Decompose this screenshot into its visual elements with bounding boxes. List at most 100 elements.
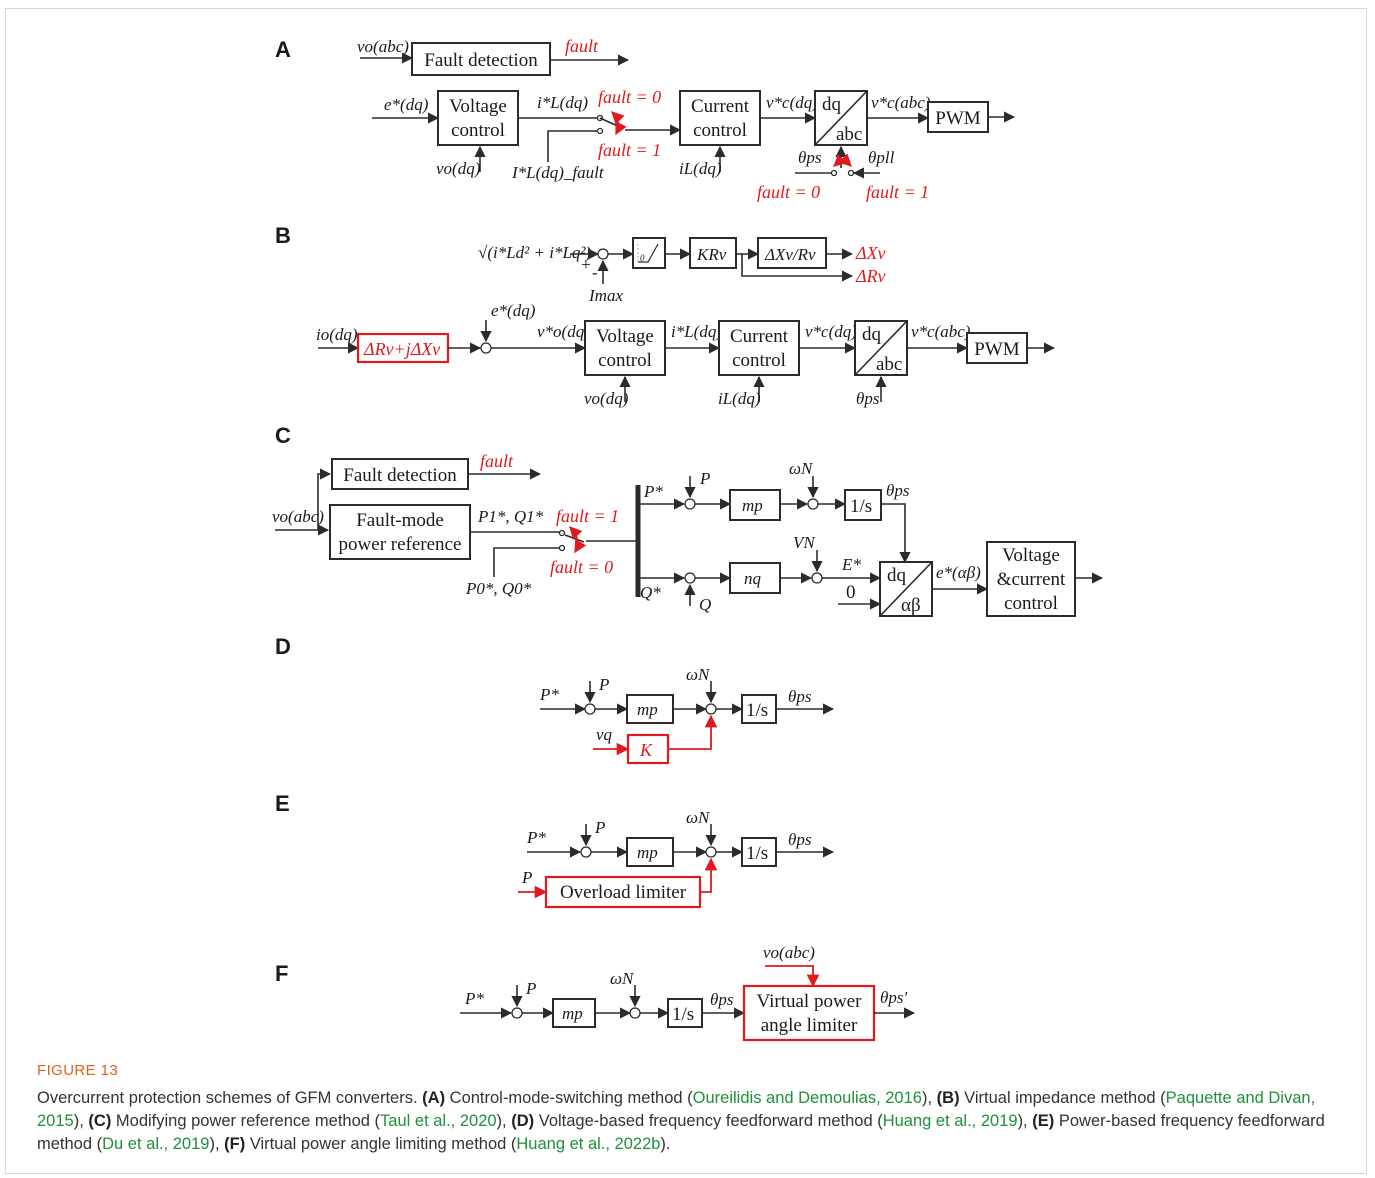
- pwm-label-b: PWM: [974, 339, 1020, 360]
- integrator-label-c: 1/s: [850, 496, 872, 517]
- caption-item-close: ),: [209, 1135, 220, 1153]
- caption-item: (C) Modifying power reference method (Ta…: [88, 1112, 506, 1130]
- panel-e: E P* P mp ωN 1/s θps P Overload limiter: [275, 791, 835, 909]
- integrator-label-f: 1/s: [672, 1004, 694, 1025]
- mp-block-f: [552, 998, 596, 1028]
- e-star-label: E*: [841, 555, 861, 574]
- reference-link[interactable]: Paquette and Divan, 2015: [37, 1089, 1316, 1130]
- mp-label-d: mp: [637, 700, 658, 719]
- caption-item-text: Power-based frequency feedforward method…: [37, 1112, 1325, 1153]
- caption-intro: Overcurrent protection schemes of GFM co…: [37, 1089, 418, 1107]
- panel-letter-a: A: [275, 37, 291, 62]
- abc-label-b: abc: [876, 354, 902, 375]
- nq-block: [729, 562, 781, 594]
- pwm-label: PWM: [935, 108, 981, 129]
- theta-pll-label: θpll: [868, 148, 895, 167]
- caption-tag: (E): [1032, 1112, 1055, 1130]
- p-ref-label-f: P*: [464, 989, 484, 1008]
- p-meas-label-e: P: [594, 818, 605, 837]
- current-control-label-b: Current: [730, 326, 789, 347]
- fault-one-label-c: fault = 1: [556, 506, 619, 526]
- vc-control-label-2: &current: [997, 569, 1066, 590]
- p-ref-label-d: P*: [539, 685, 559, 704]
- reference-link[interactable]: Oureilidis and Demoulias, 2016: [692, 1089, 922, 1107]
- mp-block-c: [729, 489, 781, 521]
- reference-link[interactable]: Taul et al., 2020: [380, 1112, 497, 1130]
- vo-ref-label: v*o(dq): [537, 322, 590, 341]
- e-ref-label-b: e*(dq): [491, 301, 536, 320]
- fault-detection-label-c: Fault detection: [343, 465, 457, 486]
- vc-control-label-1: Voltage: [1002, 545, 1060, 566]
- gain-k-label: K: [639, 740, 653, 760]
- summing-junction-e1: [580, 846, 592, 858]
- current-control-label-b2: control: [732, 350, 786, 371]
- mp-block-d: [626, 694, 674, 724]
- caption-item-text: Virtual impedance method (: [964, 1089, 1166, 1107]
- vq-label: vq: [596, 725, 613, 744]
- limiter-label-1: Virtual power: [757, 991, 863, 1012]
- figure-caption: FIGURE 13 Overcurrent protection schemes…: [37, 1062, 1347, 1156]
- caption-item-text: Control-mode-switching method (: [449, 1089, 693, 1107]
- abc-label: abc: [836, 124, 862, 145]
- caption-tag: (C): [88, 1112, 112, 1130]
- panel-letter-f: F: [275, 961, 288, 986]
- nq-label: nq: [744, 569, 762, 588]
- p1-q1-label: P1*, Q1*: [477, 507, 544, 526]
- vo-abc-label: vo(abc): [357, 37, 409, 56]
- theta-ps-label-b: θps: [856, 389, 880, 408]
- fault-zero-label-b: fault = 0: [757, 182, 820, 202]
- dq-label-b: dq: [862, 324, 882, 345]
- summing-junction-b2: [480, 342, 492, 354]
- reference-link[interactable]: Huang et al., 2019: [882, 1112, 1018, 1130]
- delta-rv-label: ΔRv: [855, 266, 886, 286]
- limiter-label-2: angle limiter: [761, 1015, 858, 1036]
- vo-abc-label-c: vo(abc): [272, 507, 324, 526]
- panel-d: D P* P mp ωN 1/s θps vq K: [275, 634, 835, 765]
- io-dq-label: io(dq): [316, 325, 358, 344]
- caption-item-close: ),: [73, 1112, 84, 1130]
- summing-junction-f1: [511, 1007, 523, 1019]
- panel-letter-d: D: [275, 634, 291, 659]
- ratio-block: [757, 237, 827, 269]
- vc-dq-label: v*c(dq): [766, 93, 818, 112]
- figure-frame: [5, 8, 1367, 1174]
- caption-tag: (F): [224, 1135, 246, 1153]
- vc-control-label-3: control: [1004, 593, 1058, 614]
- integrator-label-d: 1/s: [746, 700, 768, 721]
- saturation-zero-label: 0: [640, 253, 645, 263]
- panel-letter-e: E: [275, 791, 290, 816]
- e-alpha-beta-label: e*(αβ): [936, 563, 981, 582]
- summing-junction-omega: [807, 498, 819, 510]
- vo-dq-feedback-label-b: vo(dq): [584, 389, 629, 408]
- integrator-block-f: [667, 998, 703, 1028]
- protection-schemes-diagram: A vo(abc) Fault detection fault e*(dq) V…: [272, 36, 1104, 1042]
- mp-label-c: mp: [742, 496, 763, 515]
- caption-tag: (A): [422, 1089, 446, 1107]
- reference-link[interactable]: Huang et al., 2022b: [516, 1135, 661, 1153]
- fault-mode-label: Fault-mode: [356, 510, 444, 531]
- il-fault-label: I*L(dq)_fault: [511, 163, 605, 182]
- summing-junction-vn: [811, 572, 823, 584]
- reference-link[interactable]: Du et al., 2019: [102, 1135, 210, 1153]
- panel-letter-c: C: [275, 423, 291, 448]
- fault-zero-label-c: fault = 0: [550, 557, 613, 577]
- panel-letter-b: B: [275, 223, 291, 248]
- p0-q0-label: P0*, Q0*: [465, 579, 532, 598]
- caption-tag: (B): [936, 1089, 960, 1107]
- fault-signal-label-c: fault: [480, 451, 514, 471]
- il-ref-label: i*L(dq): [537, 93, 588, 112]
- caption-item: (B) Virtual impedance method (Paquette a…: [37, 1089, 1315, 1130]
- summing-junction-b1: [597, 248, 609, 260]
- theta-ps-label-e: θps: [788, 830, 812, 849]
- omega-n-label-f: ωN: [610, 969, 635, 988]
- summing-junction-q: [684, 572, 696, 584]
- current-control-block-b: [718, 320, 800, 376]
- dq-label: dq: [822, 94, 842, 115]
- vo-abc-label-f: vo(abc): [763, 943, 815, 962]
- voltage-control-label: Voltage: [449, 96, 507, 117]
- fault-mode-power-reference-block: [329, 504, 471, 560]
- overload-limiter-label: Overload limiter: [560, 882, 687, 903]
- caption-item: (E) Power-based frequency feedforward me…: [37, 1112, 1325, 1153]
- caption-item-close: ).: [660, 1135, 671, 1153]
- virtual-impedance-label: ΔRv+jΔXv: [363, 339, 440, 359]
